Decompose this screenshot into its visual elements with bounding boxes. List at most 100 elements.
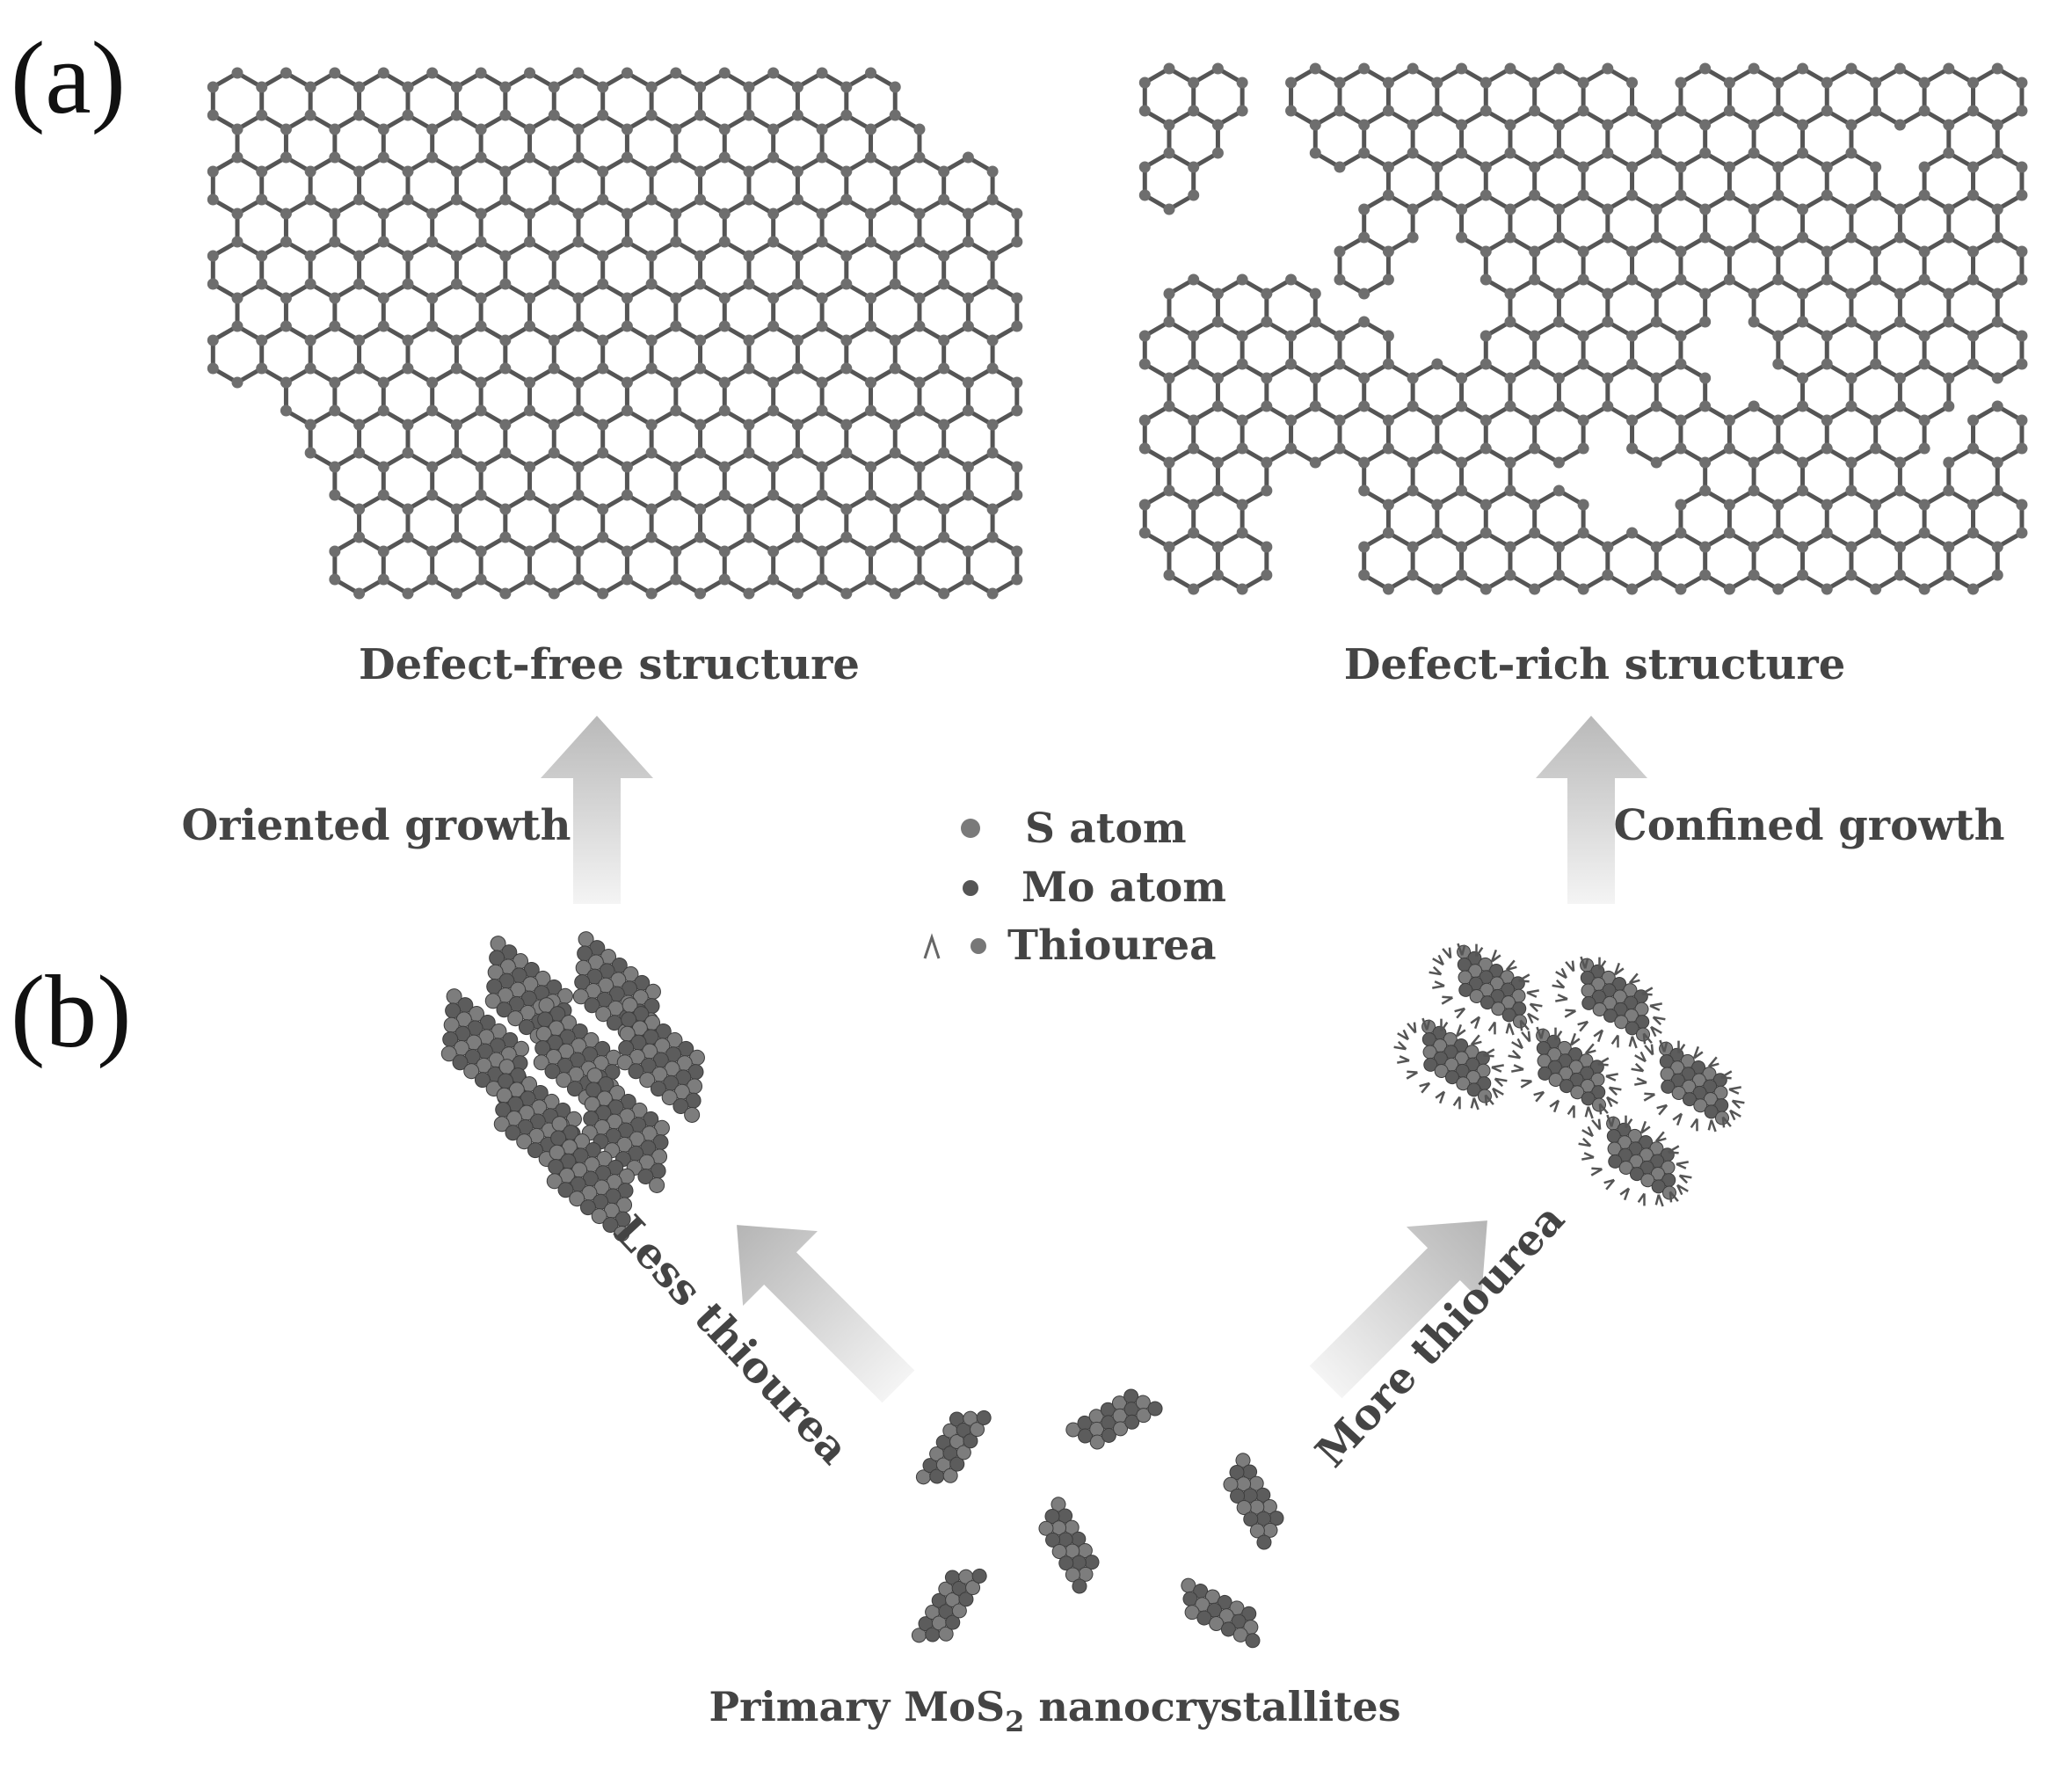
atom xyxy=(1967,583,1980,595)
atom xyxy=(377,292,389,304)
atom xyxy=(1675,273,1687,286)
thiourea-ligand xyxy=(1692,1045,1704,1060)
oriented-growth-arrow xyxy=(541,716,653,904)
atom xyxy=(1821,583,1833,595)
atom xyxy=(426,320,439,332)
atom xyxy=(1797,569,1809,581)
atom xyxy=(621,236,633,248)
thiourea-ligand xyxy=(1729,1109,1741,1121)
atom xyxy=(1163,62,1175,75)
atom xyxy=(1479,189,1492,201)
atom xyxy=(1748,203,1760,215)
atom xyxy=(986,165,999,178)
atom xyxy=(1407,147,1419,159)
atom xyxy=(377,545,389,557)
thiourea-ligand xyxy=(1457,943,1466,956)
atom xyxy=(426,489,439,501)
atom xyxy=(1675,499,1687,511)
atom xyxy=(1845,456,1858,469)
atom xyxy=(865,404,877,417)
atom xyxy=(475,461,487,473)
atom xyxy=(304,109,316,121)
atom xyxy=(1845,231,1858,244)
atom xyxy=(402,278,414,290)
atom xyxy=(1675,76,1687,89)
atom xyxy=(1821,245,1833,258)
panel-label-a: (a) xyxy=(11,20,126,135)
atom xyxy=(1188,161,1200,173)
atom xyxy=(377,151,389,164)
atom xyxy=(913,545,926,557)
atom xyxy=(1748,456,1760,469)
atom xyxy=(402,531,414,543)
atom xyxy=(1236,76,1248,89)
atom xyxy=(743,109,755,121)
atom xyxy=(1918,414,1930,426)
atom xyxy=(670,404,682,417)
atom xyxy=(207,109,219,121)
atom xyxy=(426,236,439,248)
atom xyxy=(450,447,462,459)
thiourea-ligand xyxy=(1644,1044,1654,1056)
atom xyxy=(1918,442,1930,455)
atom xyxy=(353,447,366,459)
atom xyxy=(1918,189,1930,201)
atom xyxy=(2016,245,2028,258)
atom xyxy=(572,573,585,586)
atom xyxy=(1358,62,1370,75)
atom xyxy=(280,320,292,332)
atom xyxy=(1163,541,1175,553)
atom xyxy=(1626,105,1639,117)
atom xyxy=(1285,76,1298,89)
atom xyxy=(1821,358,1833,370)
atom xyxy=(1991,288,2003,300)
atom xyxy=(1188,189,1200,201)
atom xyxy=(353,531,366,543)
atom xyxy=(207,250,219,262)
atom xyxy=(816,123,828,135)
atom xyxy=(986,334,999,346)
atom xyxy=(694,250,707,262)
atom xyxy=(694,165,707,178)
mos2-flake xyxy=(1631,1039,1745,1133)
atom xyxy=(1699,400,1712,412)
atom xyxy=(767,461,780,473)
atom xyxy=(1845,372,1858,384)
atom xyxy=(1479,105,1492,117)
atom xyxy=(645,81,658,93)
atom xyxy=(1529,245,1541,258)
atom xyxy=(1211,372,1224,384)
atom xyxy=(1918,330,1930,342)
atom xyxy=(475,320,487,332)
atom xyxy=(426,573,439,586)
atom xyxy=(402,193,414,206)
thiourea-ligand xyxy=(1475,943,1484,958)
atom xyxy=(913,208,926,220)
atom xyxy=(1577,330,1589,342)
thiourea-ligand xyxy=(1470,1097,1479,1111)
atom xyxy=(402,109,414,121)
legend: S atom Mo atom Thiourea xyxy=(923,805,1226,970)
atom xyxy=(694,419,707,431)
atom xyxy=(1943,119,1955,131)
thiourea-ligand xyxy=(1584,1043,1596,1055)
oriented-flake-stack xyxy=(440,931,705,1242)
atom xyxy=(1699,231,1712,244)
atom xyxy=(329,320,341,332)
atom xyxy=(1529,161,1541,173)
atom xyxy=(1431,161,1443,173)
atom xyxy=(499,447,512,459)
atom xyxy=(572,208,585,220)
thiourea-ligand xyxy=(1676,1161,1689,1169)
atom xyxy=(1870,414,1882,426)
atom xyxy=(1479,358,1492,370)
atom xyxy=(1529,527,1541,539)
atom xyxy=(548,334,560,346)
atom xyxy=(1918,273,1930,286)
thiourea-ligand xyxy=(1520,1079,1532,1089)
atom xyxy=(938,278,950,290)
atom xyxy=(1552,147,1565,159)
atom xyxy=(1211,456,1224,469)
mos2-flake xyxy=(1393,1017,1508,1111)
atom xyxy=(1552,569,1565,581)
